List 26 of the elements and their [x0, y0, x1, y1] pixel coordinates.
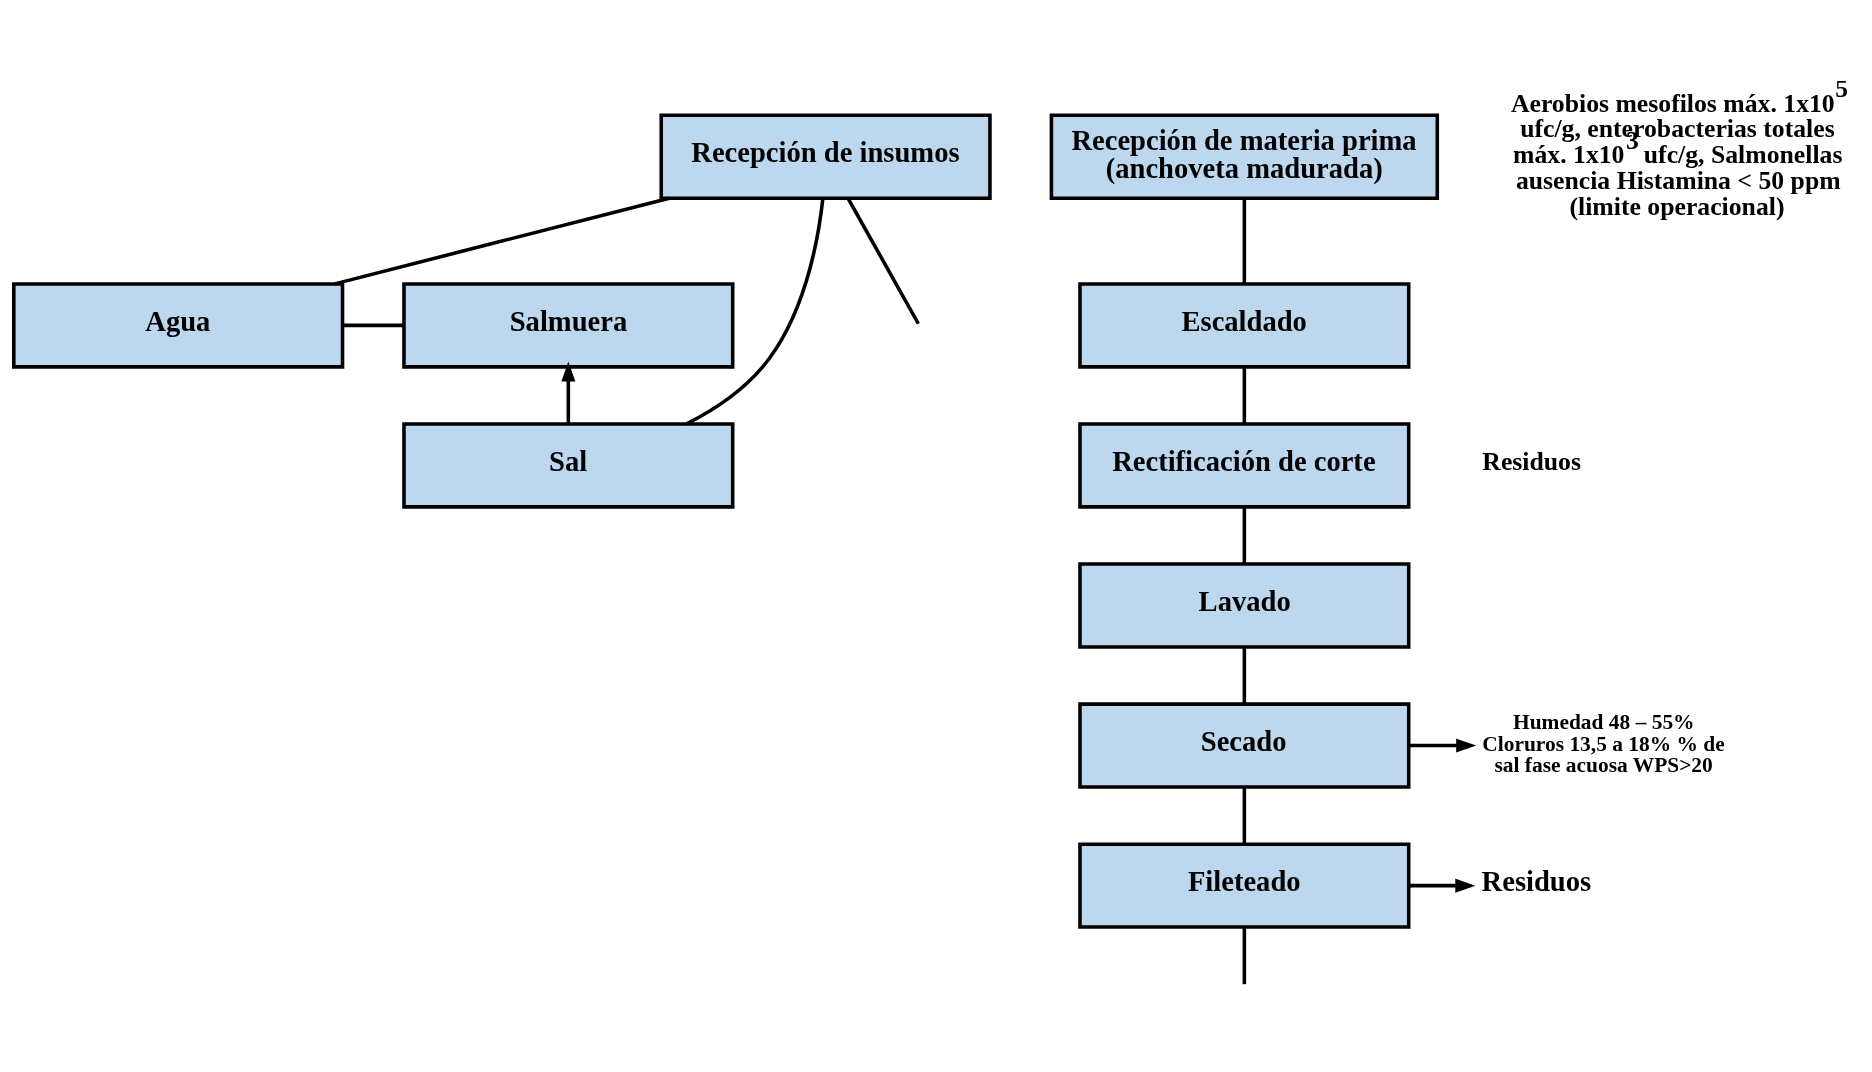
node-box: Recepción de insumos: [659, 113, 992, 200]
node-box: Salmuera: [402, 282, 735, 369]
node-box: Agua: [12, 282, 345, 369]
node-text: Humedad 48 – 55% Cloruros 13,5 a 18% % de sal fase acuosa WPS>20: [1482, 710, 1725, 778]
connector: [685, 198, 825, 426]
node-label: Residuos: [1482, 447, 1581, 477]
connector: [342, 323, 404, 328]
connector: [1242, 198, 1247, 284]
node-box: Escaldado: [1078, 282, 1411, 369]
connector: [1242, 927, 1247, 985]
connector: [846, 197, 920, 325]
connector: [1242, 647, 1247, 704]
arrow: [1408, 878, 1476, 893]
arrow: [1408, 738, 1477, 753]
arrow: [561, 361, 576, 424]
connector: [334, 196, 670, 286]
node-box: Sal: [402, 422, 735, 509]
node-box: Secado: [1078, 702, 1411, 789]
node-box: Recepción de materia prima (anchoveta madurada): [1049, 113, 1440, 200]
node-box: Rectificación de corte: [1078, 422, 1411, 509]
connector: [1242, 787, 1247, 844]
connector: [1242, 506, 1247, 564]
node-box: Lavado: [1078, 562, 1411, 649]
connector: [1242, 366, 1247, 424]
node-text: Residuos: [1481, 866, 1592, 898]
node-box: Fileteado: [1078, 842, 1411, 929]
